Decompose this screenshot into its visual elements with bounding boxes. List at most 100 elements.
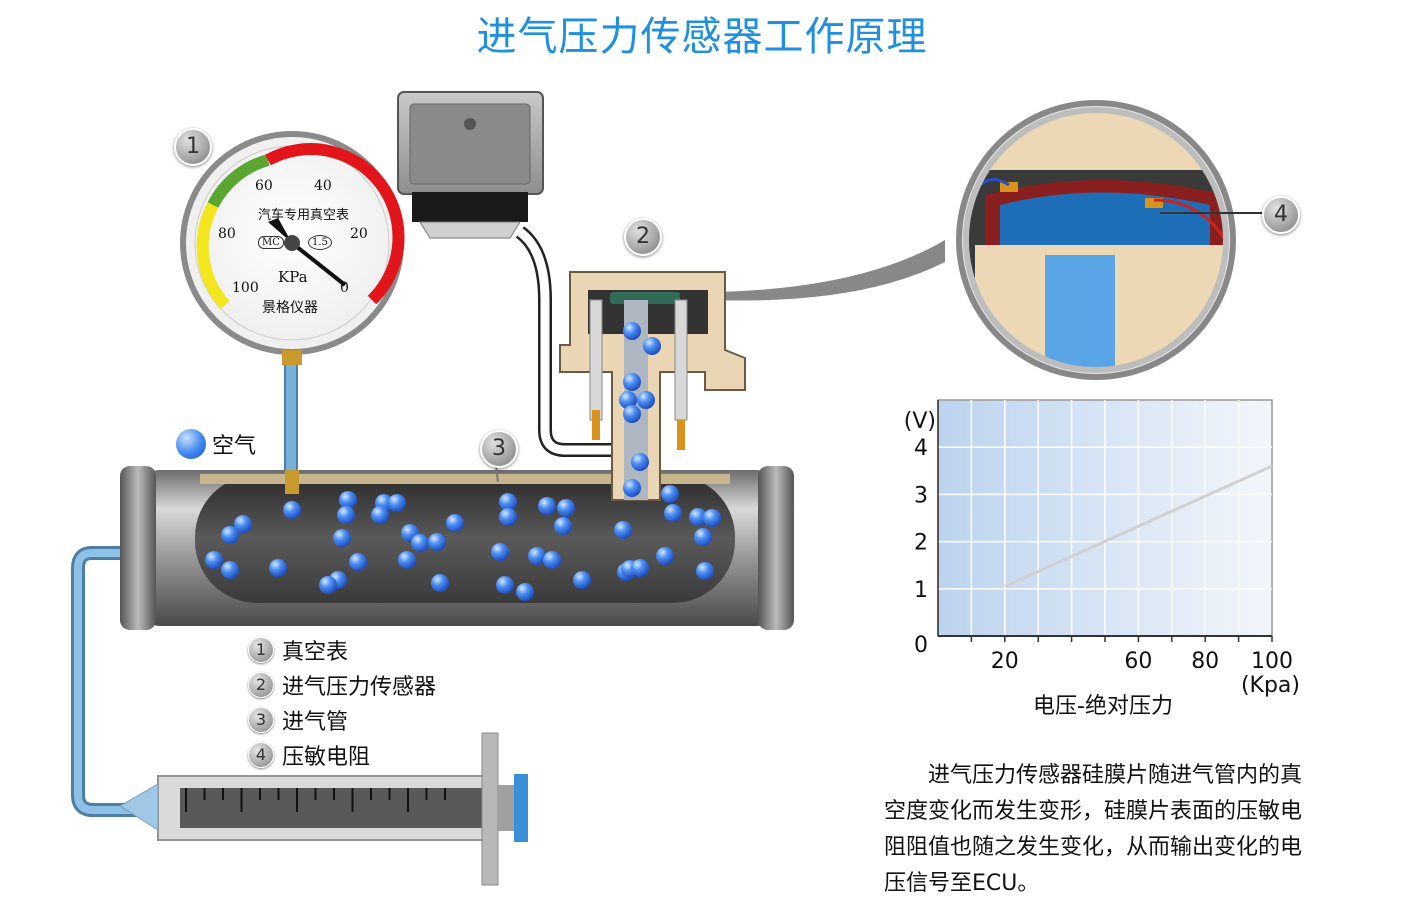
x-tick-label: 100 — [1251, 649, 1293, 674]
x-axis-label: (Kpa) — [1241, 673, 1300, 698]
air-particle — [516, 583, 534, 601]
y-tick-label: 3 — [914, 483, 928, 508]
air-particle — [269, 559, 287, 577]
page-title: 进气压力传感器工作原理 — [476, 14, 928, 60]
legend-item: 1 真空表 — [248, 632, 436, 667]
badge-sensor: 2 — [624, 218, 662, 256]
legend-label: 真空表 — [282, 639, 349, 665]
air-particle — [333, 529, 351, 547]
legend-badge: 1 — [248, 636, 274, 663]
air-particle — [234, 515, 252, 533]
air-particle — [656, 547, 674, 565]
pressure-sensor — [559, 271, 746, 501]
x-tick-label: 80 — [1191, 649, 1219, 674]
gauge-tick-20: 20 — [350, 226, 368, 242]
legend-badge: 2 — [248, 671, 274, 698]
badge-resistor: 4 — [1262, 196, 1300, 234]
gauge-maker: 景格仪器 — [262, 300, 318, 316]
air-particle — [661, 485, 679, 503]
air-particle — [337, 506, 355, 524]
description-text: 进气压力传感器硅膜片随进气管内的真空度变化而发生变形，硅膜片表面的压敏电阻阻值也… — [884, 763, 1303, 896]
air-particle — [631, 453, 649, 471]
air-particle — [573, 571, 591, 589]
air-particle — [499, 508, 517, 526]
y-tick-label: 1 — [914, 578, 928, 603]
badge-pipe: 3 — [480, 430, 518, 468]
y-tick-label: 0 — [914, 633, 928, 658]
air-particle — [431, 574, 449, 592]
gauge-tick-80: 80 — [218, 226, 236, 242]
intake-pipe — [120, 466, 794, 630]
air-particle — [614, 521, 632, 539]
air-particle — [319, 576, 337, 594]
legend-label: 压敏电阻 — [282, 744, 371, 770]
gauge-tick-40: 40 — [314, 178, 332, 194]
gauge-tick-0: 0 — [340, 280, 349, 296]
air-particle — [205, 551, 223, 569]
gauge-tick-60: 60 — [255, 178, 273, 194]
gauge-mark-left: MC — [258, 236, 284, 249]
air-particle — [221, 561, 239, 579]
air-particle — [428, 533, 446, 551]
legend-item: 3 进气管 — [248, 702, 436, 737]
air-particle — [623, 322, 641, 340]
air-particle — [619, 391, 637, 409]
gauge-tick-100: 100 — [232, 280, 259, 296]
legend-label: 进气管 — [282, 709, 349, 735]
air-particle — [689, 508, 707, 526]
air-legend: 空气 — [176, 428, 256, 460]
air-particle — [664, 504, 682, 522]
air-particle — [283, 501, 301, 519]
air-particle — [623, 405, 641, 423]
air-legend-label: 空气 — [212, 434, 257, 459]
air-particle — [623, 373, 641, 391]
ecu-box — [397, 91, 544, 239]
air-dot-icon — [176, 429, 206, 459]
air-particle — [543, 551, 561, 569]
air-particle — [643, 337, 661, 355]
syringe — [119, 732, 528, 886]
gauge-unit: KPa — [278, 268, 308, 286]
badge-gauge: 1 — [174, 128, 212, 166]
air-particles — [205, 322, 721, 601]
component-legend: 1 真空表 2 进气压力传感器 3 进气管 4 压敏电阻 — [248, 632, 436, 772]
air-particle — [496, 576, 514, 594]
air-particle — [398, 551, 416, 569]
legend-item: 4 压敏电阻 — [248, 737, 436, 772]
zoom-detail — [956, 100, 1262, 380]
air-particle — [499, 493, 517, 511]
legend-badge: 4 — [248, 741, 274, 768]
y-axis-label: (V) — [904, 409, 936, 434]
air-particle — [388, 494, 406, 512]
air-particle — [554, 517, 572, 535]
x-tick-label: 60 — [1124, 649, 1152, 674]
air-particle — [631, 559, 649, 577]
air-particle — [349, 553, 367, 571]
air-particle — [538, 497, 556, 515]
air-particle — [703, 509, 721, 527]
air-particle — [696, 562, 714, 580]
air-particle — [637, 391, 655, 409]
x-tick-label: 20 — [991, 649, 1019, 674]
chart-series-line — [1004, 464, 1273, 588]
air-particle — [694, 528, 712, 546]
air-particle — [491, 543, 509, 561]
air-particle — [339, 491, 357, 509]
legend-item: 2 进气压力传感器 — [248, 667, 436, 702]
air-particle — [221, 526, 239, 544]
air-particle — [528, 547, 546, 565]
legend-badge: 3 — [248, 706, 274, 733]
vacuum-gauge — [180, 131, 405, 365]
gauge-tube — [284, 359, 298, 481]
air-particle — [557, 499, 575, 517]
air-particle — [446, 514, 464, 532]
air-particle — [411, 534, 429, 552]
chart-caption: 电压-绝对压力 — [1033, 694, 1173, 719]
legend-label: 进气压力传感器 — [282, 674, 437, 700]
gauge-brand: 汽车专用真空表 — [258, 208, 350, 223]
air-particle — [371, 506, 389, 524]
y-tick-label: 2 — [914, 531, 928, 556]
air-particle — [623, 479, 641, 497]
